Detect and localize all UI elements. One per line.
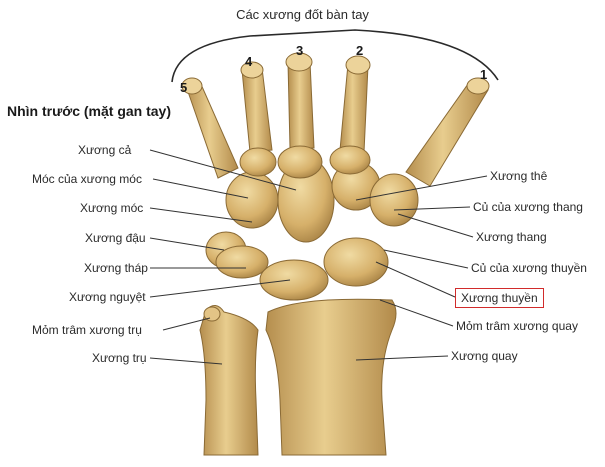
label-tubercle-of-trapezium: Củ của xương thang — [473, 200, 583, 214]
label-capitate: Xương cả — [78, 143, 132, 157]
metacarpal-number-5: 5 — [180, 80, 188, 95]
metacarpal-bracket — [171, 29, 499, 83]
triquetrum-bone — [215, 245, 269, 279]
label-triquetrum: Xương tháp — [84, 261, 148, 275]
label-lunate: Xương nguyệt — [69, 290, 146, 304]
label-hook-of-hamate: Móc của xương móc — [32, 172, 142, 186]
label-ulnar-styloid: Mỏm trâm xương trụ — [32, 323, 142, 337]
label-hamate: Xương móc — [80, 201, 144, 215]
trapezium-bone — [369, 173, 419, 227]
metacarpal-number-2: 2 — [356, 43, 364, 58]
metacarpal-number-4: 4 — [245, 54, 253, 69]
label-radial-styloid: Mỏm trâm xương quay — [456, 319, 578, 333]
label-trapezoid: Xương thê — [490, 169, 548, 183]
label-trapezium: Xương thang — [476, 230, 547, 244]
ulna-bone — [199, 305, 259, 456]
label-pisiform: Xương đậu — [85, 231, 146, 245]
label-ulna: Xương trụ — [92, 351, 147, 365]
metacarpal-number-3: 3 — [296, 43, 304, 58]
scaphoid-bone — [323, 237, 389, 287]
view-label: Nhìn trước (mặt gan tay) — [7, 103, 171, 119]
lunate-bone — [259, 259, 329, 301]
radius-bone — [265, 298, 397, 456]
label-scaphoid-highlighted: Xương thuyền — [455, 288, 544, 308]
metacarpal-number-1: 1 — [480, 67, 488, 82]
label-tubercle-of-scaphoid: Củ của xương thuyền — [471, 261, 587, 275]
label-radius: Xương quay — [451, 349, 518, 363]
metacarpals-title: Các xương đốt bàn tay — [236, 7, 369, 22]
